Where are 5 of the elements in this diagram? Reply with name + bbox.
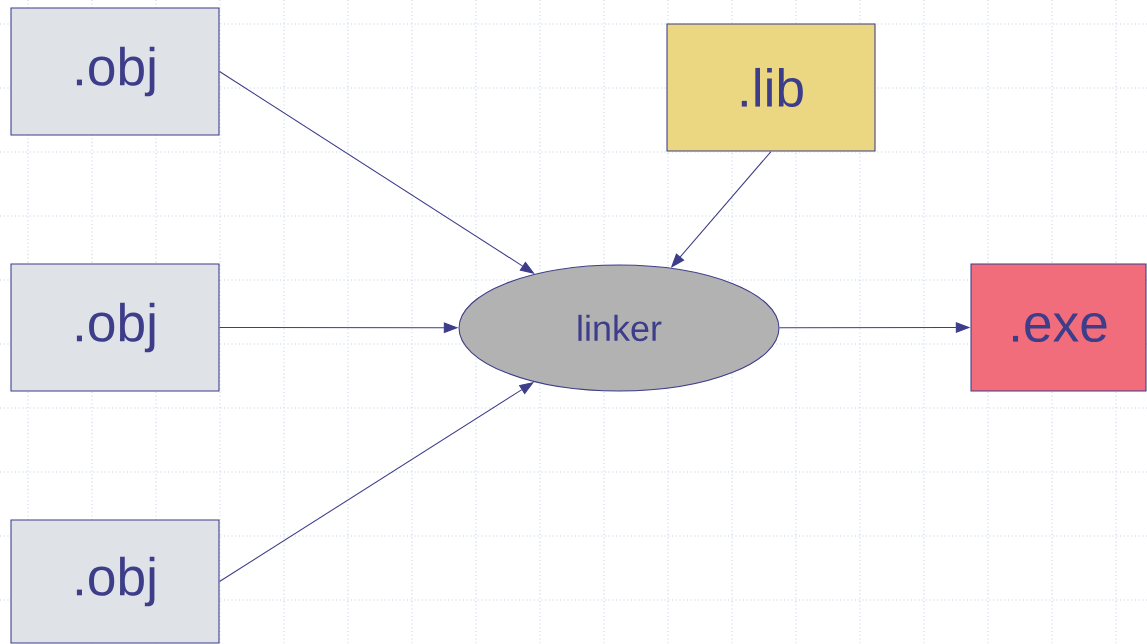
file-box: .lib bbox=[666, 23, 876, 152]
file-box: .obj bbox=[10, 519, 220, 644]
file-box: .obj bbox=[10, 7, 220, 136]
file-box: .obj bbox=[10, 263, 220, 392]
file-box: .exe bbox=[970, 263, 1147, 392]
